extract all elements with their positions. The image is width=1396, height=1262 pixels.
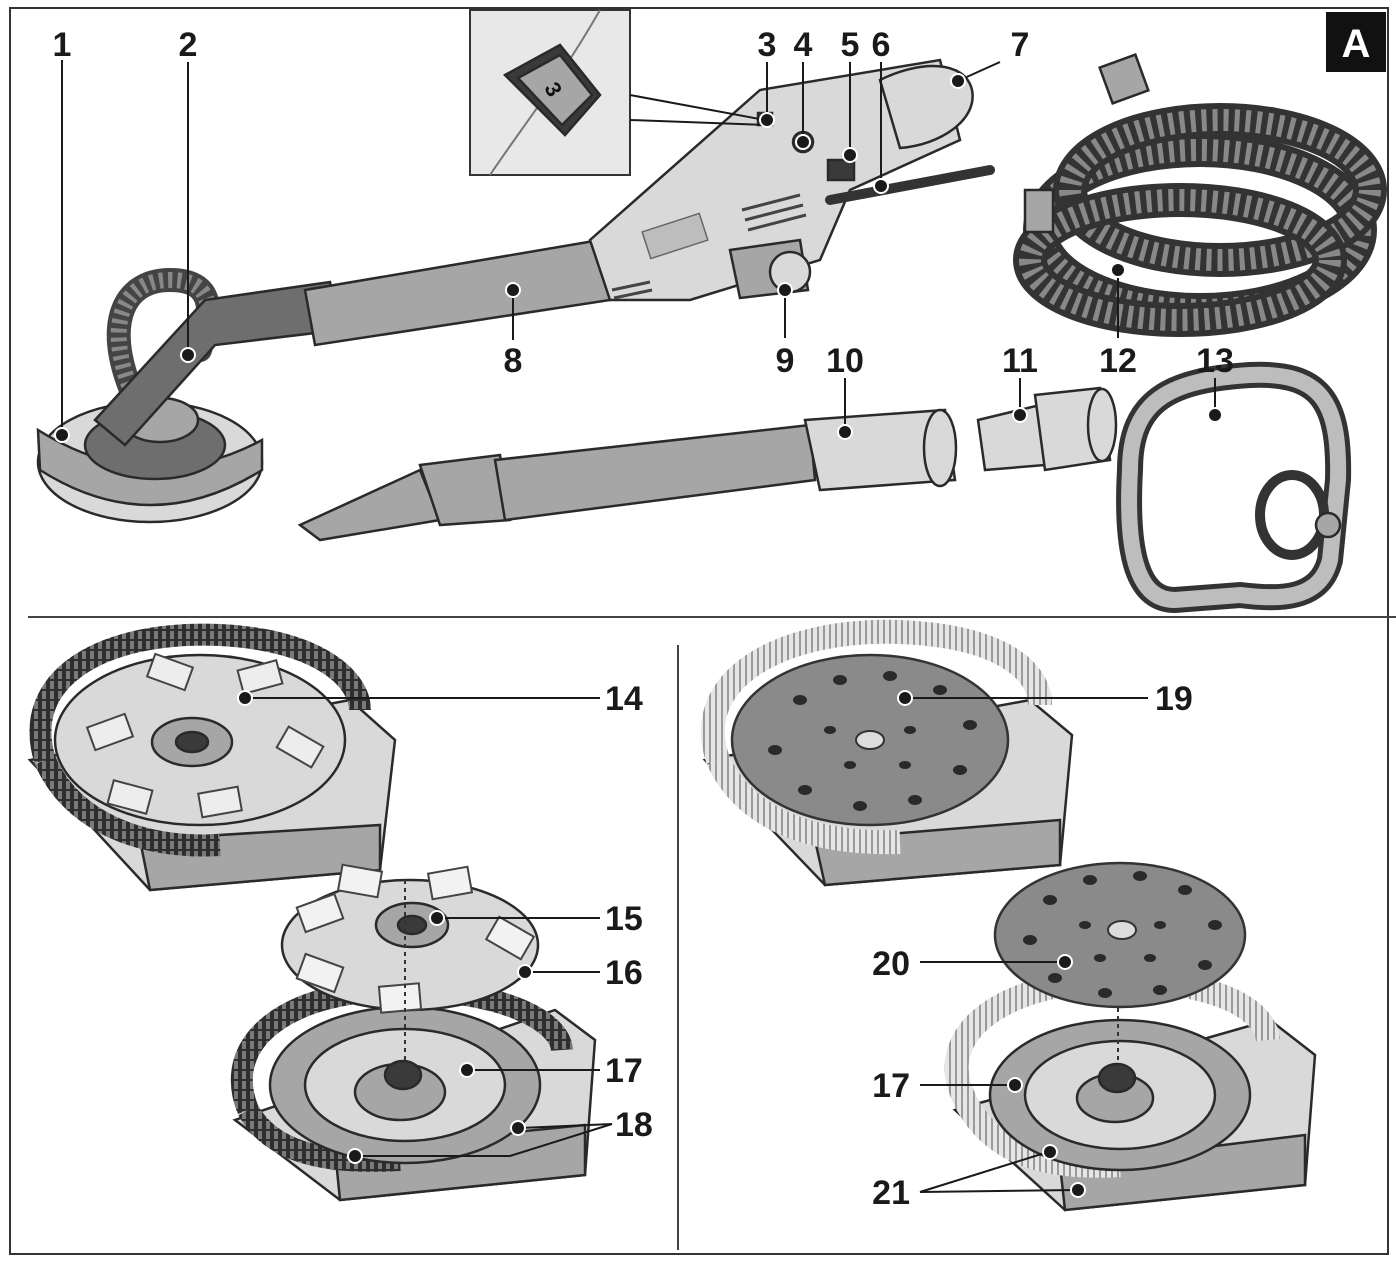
callout-14: 14 <box>605 680 643 718</box>
callout-5: 5 <box>841 26 860 64</box>
on-off-switch <box>826 158 856 182</box>
callout-9: 9 <box>776 342 795 380</box>
callout-4: 4 <box>794 26 813 64</box>
tube-nozzle <box>297 468 442 542</box>
callout-numbers: 1 2 3 4 5 6 7 8 9 10 11 12 13 14 15 16 1… <box>53 26 1234 1212</box>
callout-17-left: 17 <box>605 1052 643 1090</box>
callout-11: 11 <box>1002 342 1038 380</box>
outer-frame <box>9 7 1389 1255</box>
leader-lines <box>54 60 1223 1198</box>
callout-21: 21 <box>872 1174 910 1212</box>
callout-7: 7 <box>1011 26 1030 64</box>
callout-17-right: 17 <box>872 1067 910 1105</box>
figure-label: A <box>1342 22 1371 66</box>
vent-slots <box>741 193 807 232</box>
drywall-sander-illustration <box>36 58 995 524</box>
callout-2: 2 <box>179 26 198 64</box>
sanding-plate-assembly-exploded <box>944 861 1317 1212</box>
vacuum-hose-illustration <box>1013 53 1387 337</box>
auxiliary-handle-illustration <box>1116 361 1352 614</box>
callout-12: 12 <box>1099 342 1137 380</box>
callout-1: 1 <box>53 26 72 64</box>
callout-19: 19 <box>1155 680 1193 718</box>
nameplate <box>641 212 709 260</box>
callout-15: 15 <box>605 900 643 938</box>
callout-13: 13 <box>1196 342 1234 380</box>
speed-dial-inset: 3 <box>469 9 766 176</box>
tube-body <box>493 423 817 522</box>
brush-ring-assembly-top <box>27 623 397 892</box>
callout-20: 20 <box>872 945 910 983</box>
figure-label-badge: A <box>1326 12 1386 72</box>
callout-8: 8 <box>504 342 523 380</box>
callout-18: 18 <box>615 1106 653 1144</box>
extension-shaft <box>303 238 612 347</box>
sanding-plate-assembly-top <box>700 619 1074 887</box>
callout-3: 3 <box>758 26 777 64</box>
callout-10: 10 <box>826 342 864 380</box>
callout-6: 6 <box>872 26 891 64</box>
power-cord <box>825 165 995 205</box>
rear-vent-slots <box>611 280 653 300</box>
rear-handle <box>878 64 974 150</box>
brush-ring-assembly-exploded <box>231 863 597 1202</box>
adapter-illustration <box>976 386 1118 472</box>
callout-16: 16 <box>605 954 643 992</box>
extension-tube-illustration <box>297 408 958 542</box>
